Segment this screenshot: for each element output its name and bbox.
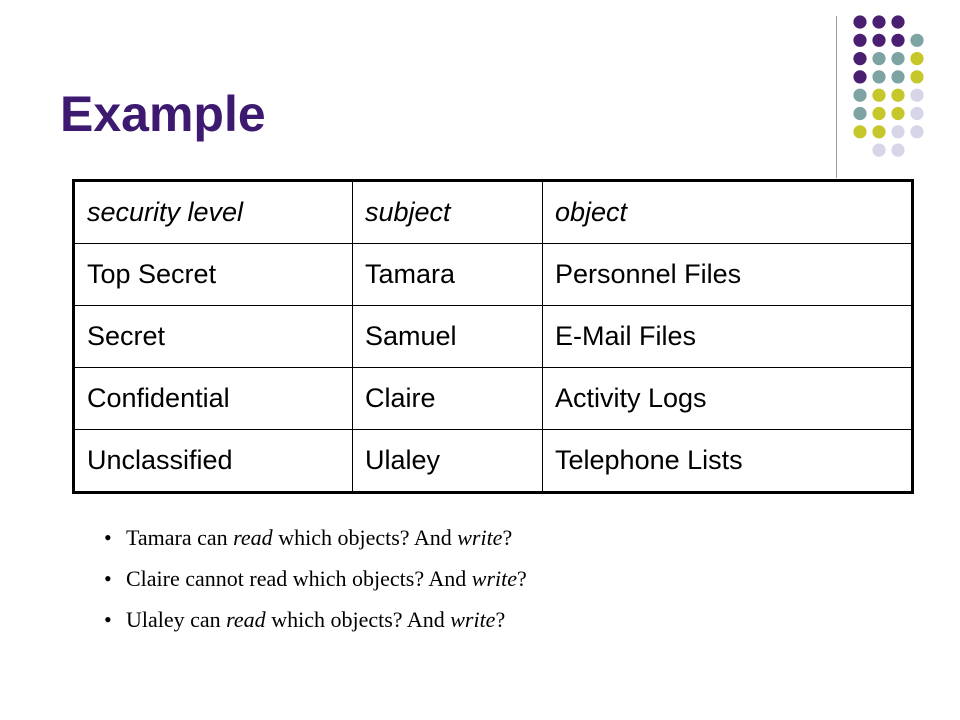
cell-subject: Claire bbox=[352, 367, 543, 430]
table-row: Confidential Claire Activity Logs bbox=[73, 367, 913, 430]
decorative-dot bbox=[853, 52, 867, 66]
bullet-marker: • bbox=[104, 525, 112, 550]
bullet-emphasis: write bbox=[457, 525, 503, 550]
bullet-text: ? bbox=[495, 607, 506, 632]
table-row: Top Secret Tamara Personnel Files bbox=[73, 243, 913, 306]
decorative-dot bbox=[872, 15, 886, 29]
decorative-dot bbox=[853, 33, 867, 47]
decorative-dot bbox=[891, 106, 905, 121]
decorative-dot bbox=[872, 52, 886, 66]
slide-title: Example bbox=[60, 86, 266, 142]
cell-object: Personnel Files bbox=[542, 243, 913, 306]
cell-object: E-Mail Files bbox=[542, 305, 913, 368]
decorative-dot bbox=[853, 125, 867, 139]
cell-security-level: Secret bbox=[73, 305, 353, 368]
table-header-row: security level subject object bbox=[73, 180, 913, 244]
bullet-marker: • bbox=[104, 607, 112, 632]
decorative-divider-line bbox=[836, 16, 837, 178]
decorative-dot bbox=[872, 70, 886, 84]
decorative-dot bbox=[891, 15, 905, 29]
list-item: • Claire cannot read which objects? And w… bbox=[104, 561, 527, 602]
header-security-level: security level bbox=[73, 180, 353, 244]
decorative-dot bbox=[853, 88, 867, 102]
decorative-dot bbox=[910, 106, 924, 121]
decorative-dot bbox=[853, 106, 867, 121]
cell-object: Telephone Lists bbox=[542, 429, 913, 493]
decorative-dot bbox=[872, 143, 886, 157]
bullet-text: Ulaley can bbox=[126, 607, 227, 632]
bullet-emphasis: read bbox=[233, 525, 273, 550]
decorative-dot bbox=[872, 88, 886, 102]
cell-subject: Tamara bbox=[352, 243, 543, 306]
decorative-dot-grid bbox=[853, 15, 924, 157]
security-levels-table: security level subject object Top Secret… bbox=[72, 179, 914, 494]
bullet-marker: • bbox=[104, 566, 112, 591]
bullet-text: Claire cannot read which objects? And bbox=[126, 566, 472, 591]
list-item: • Tamara can read which objects? And writ… bbox=[104, 520, 527, 561]
decorative-dot bbox=[910, 125, 924, 139]
cell-security-level: Unclassified bbox=[73, 429, 353, 493]
bullet-text: which objects? And bbox=[272, 525, 458, 550]
cell-security-level: Top Secret bbox=[73, 243, 353, 306]
bullet-text: ? bbox=[502, 525, 513, 550]
list-item: • Ulaley can read which objects? And writ… bbox=[104, 602, 527, 643]
cell-subject: Ulaley bbox=[352, 429, 543, 493]
bullet-text: ? bbox=[517, 566, 527, 591]
bullet-emphasis: read bbox=[226, 607, 266, 632]
decorative-dot bbox=[853, 70, 867, 84]
table-row: Unclassified Ulaley Telephone Lists bbox=[73, 429, 913, 493]
cell-security-level: Confidential bbox=[73, 367, 353, 430]
decorative-dot bbox=[891, 125, 905, 139]
decorative-dot bbox=[891, 70, 905, 84]
decorative-dot bbox=[891, 33, 905, 47]
decorative-dot bbox=[910, 70, 924, 84]
bullet-emphasis: write bbox=[471, 566, 518, 591]
decorative-dot bbox=[891, 88, 905, 102]
header-object: object bbox=[542, 180, 913, 244]
decorative-dot bbox=[910, 52, 924, 66]
decorative-dot bbox=[853, 15, 867, 29]
decorative-dot bbox=[910, 33, 924, 47]
header-subject: subject bbox=[352, 180, 543, 244]
bullet-text: which objects? And bbox=[265, 607, 451, 632]
decorative-dot bbox=[910, 88, 924, 102]
cell-subject: Samuel bbox=[352, 305, 543, 368]
table-row: Secret Samuel E-Mail Files bbox=[73, 305, 913, 368]
decorative-dot bbox=[872, 33, 886, 47]
decorative-dot bbox=[891, 143, 905, 157]
cell-object: Activity Logs bbox=[542, 367, 913, 430]
bullet-emphasis: write bbox=[450, 607, 496, 632]
decorative-dot bbox=[891, 52, 905, 66]
question-list: • Tamara can read which objects? And writ… bbox=[104, 520, 527, 643]
decorative-dot bbox=[872, 125, 886, 139]
bullet-text: Tamara can bbox=[126, 525, 234, 550]
decorative-dot bbox=[872, 106, 886, 121]
